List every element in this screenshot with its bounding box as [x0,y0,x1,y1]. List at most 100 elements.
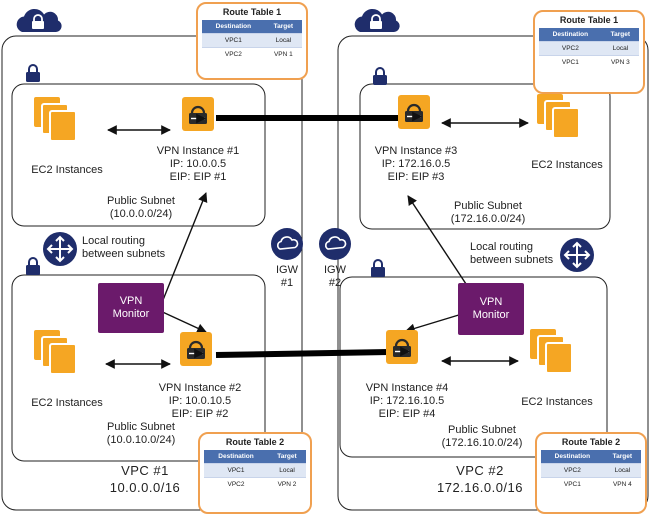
table-cell: VPN 2 [268,477,306,491]
table-cell: VPC2 [539,41,602,56]
igw-1-label: IGW #1 [272,264,302,290]
subnet3-label: Public Subnet (172.16.0.0/24) [438,200,538,226]
subnet2-lock-icon [25,257,41,276]
route-table-br-title: Route Table 2 [561,437,621,447]
column-header: Target [601,28,639,42]
table-cell: VPC1 [541,477,604,491]
subnet2-cidr: (10.0.10.0/24) [106,434,176,446]
column-header: Destination [541,450,604,464]
vpn-instance-2-eip: EIP: EIP #2 [171,408,229,420]
igw-2-label: IGW #2 [320,264,350,290]
subnet3-lock-icon [372,67,388,86]
table-cell: VPC2 [202,47,265,61]
igw-1-icon [270,227,304,261]
routing-label-1-line2: between subnets [82,248,166,260]
column-header: Destination [202,20,265,34]
subnet1-label: Public Subnet (10.0.0.0/24) [96,195,186,221]
vpn-monitor-2-line2: Monitor [472,309,510,321]
igw-2-icon [318,227,352,261]
subnet4-lock-icon [370,259,386,278]
subnet1-lock-icon [25,64,41,83]
vpn-instance-1-ip: IP: 10.0.0.5 [169,158,227,170]
vpn-instance-3-ip: IP: 172.16.0.5 [381,158,451,170]
table-cell: VPC1 [204,463,268,478]
vpn-monitor-1-line2: Monitor [112,308,150,320]
vpn-instance-3-label: VPN Instance #3 IP: 172.16.0.5 EIP: EIP … [366,145,466,184]
ec2-icon-3 [536,93,580,139]
vpn-instance-2-ip: IP: 10.0.10.5 [168,395,232,407]
igw-2-number: #2 [328,277,342,289]
router-icon-1 [42,231,78,267]
vpn-instance-3-icon [398,95,430,129]
route-table-tl-title: Route Table 1 [222,7,282,17]
route-table-tr-title: Route Table 1 [559,15,619,25]
table-cell: VPC1 [202,33,265,48]
igw-2-name: IGW [324,264,346,276]
column-header: Destination [204,450,268,464]
subnet3-name: Public Subnet [454,200,522,212]
vpn-instance-2-name: VPN Instance #2 [158,382,242,394]
subnet2-box [11,274,266,462]
subnet2-label: Public Subnet (10.0.10.0/24) [96,421,186,447]
subnet4-cidr: (172.16.10.0/24) [441,437,523,449]
routing-label-2-line1: Local routing [470,241,533,253]
vpn-instance-1-eip: EIP: EIP #1 [169,171,227,183]
vpc1-cloud-lock-icon [15,8,63,33]
vpn-monitor-1-line1: VPN [119,295,143,307]
ec2-icon-2 [33,329,77,375]
route-table-bl-title: Route Table 2 [225,437,285,447]
vpc2-label: VPC #2 172.16.0.0/16 [420,462,540,496]
ec2-label-2: EC2 Instances [31,397,103,409]
vpc1-cidr: 10.0.0.0/16 [109,480,181,495]
table-cell: VPC2 [204,477,268,491]
subnet3-cidr: (172.16.0.0/24) [450,213,526,225]
table-cell: Local [268,463,306,478]
vpn-instance-2-label: VPN Instance #2 IP: 10.0.10.5 EIP: EIP #… [150,382,250,421]
column-header: Destination [539,28,602,42]
vpn-instance-2-icon [180,332,212,366]
routing-label-2: Local routing between subnets [470,241,570,267]
vpn-instance-4-icon [386,330,418,364]
subnet1-name: Public Subnet [107,195,175,207]
igw-1-number: #1 [280,277,294,289]
vpn-monitor-2-line1: VPN [479,296,503,308]
vpn-instance-1-icon [182,97,214,131]
column-header: Target [268,450,306,464]
table-cell: VPN 1 [264,47,302,61]
igw-1-name: IGW [276,264,298,276]
table-cell: Local [601,41,639,56]
vpn-instance-4-label: VPN Instance #4 IP: 172.16.10.5 EIP: EIP… [352,382,462,421]
ec2-icon-1 [33,96,77,142]
subnet1-cidr: (10.0.0.0/24) [109,208,173,220]
ec2-icon-4 [529,328,573,374]
vpn-instance-1-name: VPN Instance #1 [156,145,240,157]
table-cell: VPC2 [541,463,604,478]
vpn-instance-3-name: VPN Instance #3 [374,145,458,157]
tunnel-2-4 [215,349,391,358]
subnet4-label: Public Subnet (172.16.10.0/24) [430,424,534,450]
column-header: Target [603,450,641,464]
table-cell: Local [603,463,641,478]
vpn-instance-4-name: VPN Instance #4 [365,382,449,394]
vpn-instance-3-eip: EIP: EIP #3 [387,171,445,183]
vpc1-box [1,35,303,511]
subnet4-box [339,276,608,458]
vpc1-label: VPC #1 10.0.0.0/16 [90,462,200,496]
